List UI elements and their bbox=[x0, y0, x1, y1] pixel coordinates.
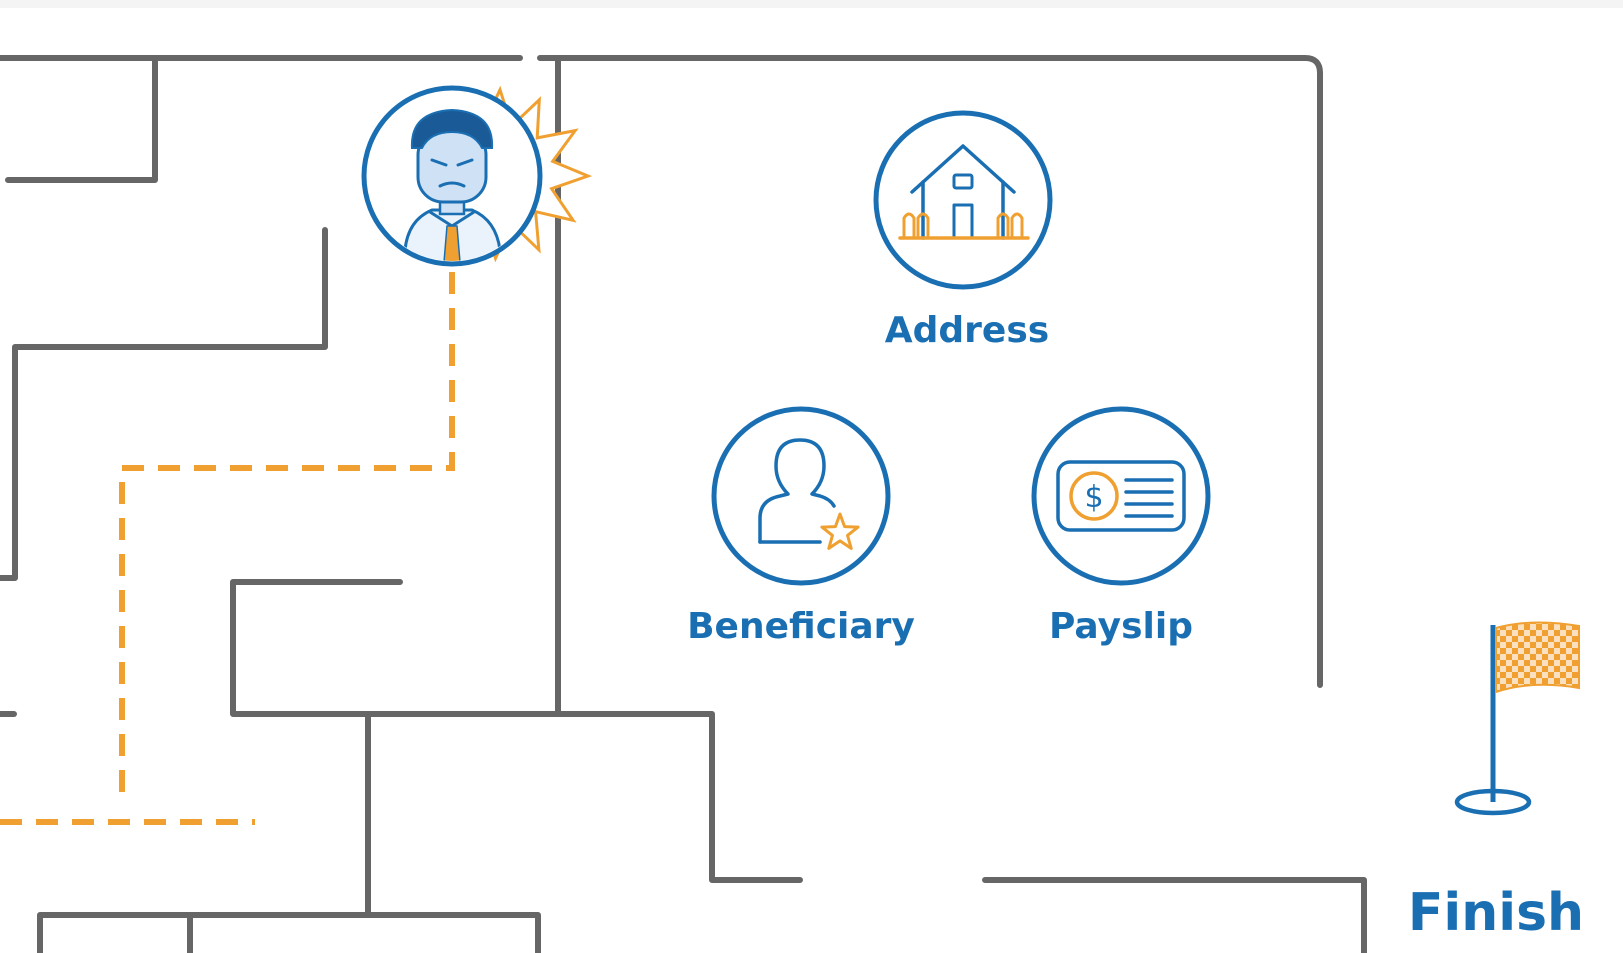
house-icon bbox=[898, 144, 1030, 240]
wall-left-step bbox=[0, 227, 328, 581]
beneficiary-item[interactable]: Beneficiary bbox=[687, 406, 915, 647]
address-item[interactable]: Address bbox=[873, 110, 1053, 351]
wall-bottom-box bbox=[37, 912, 541, 953]
beneficiary-label: Beneficiary bbox=[687, 606, 915, 647]
payslip-card-icon: $ bbox=[1056, 460, 1186, 532]
path-dashed bbox=[0, 272, 455, 825]
frustrated-man-icon bbox=[361, 85, 593, 267]
address-label: Address bbox=[885, 310, 1049, 351]
wall-upper-left-box bbox=[5, 55, 158, 183]
svg-text:$: $ bbox=[1084, 480, 1103, 515]
wall-bottom-right bbox=[982, 877, 1367, 953]
person-star-icon bbox=[758, 438, 860, 550]
wall-top-right bbox=[537, 55, 1323, 688]
beneficiary-circle bbox=[711, 406, 891, 586]
finish-marker bbox=[1454, 621, 1580, 816]
top-band bbox=[0, 0, 1623, 8]
payslip-label: Payslip bbox=[1049, 606, 1193, 647]
finish-label: Finish bbox=[1408, 883, 1584, 943]
checkered-flag-icon bbox=[1495, 621, 1580, 694]
payslip-item[interactable]: $ Payslip bbox=[1031, 406, 1211, 647]
wall-lower-center bbox=[230, 579, 803, 883]
address-circle bbox=[873, 110, 1053, 290]
